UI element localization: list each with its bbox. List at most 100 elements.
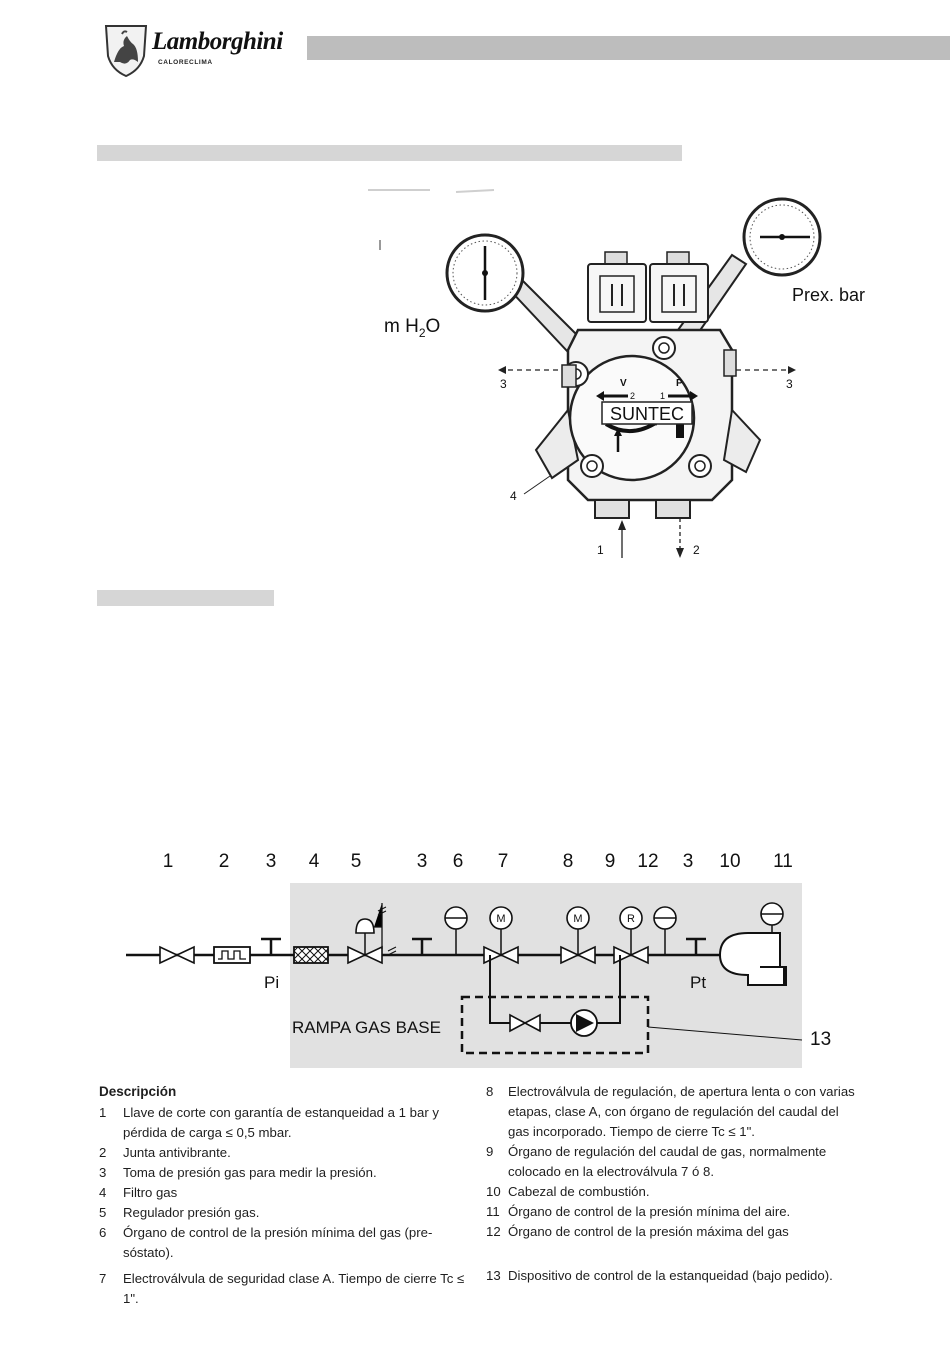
pressure-tap-icon	[261, 937, 281, 955]
callout-number: 3	[266, 851, 277, 872]
pressure-head-label: Pt	[690, 973, 706, 992]
legend-title: Descripción	[99, 1084, 177, 1099]
callout-3-left: 3	[500, 377, 507, 391]
pump-brand: SUNTEC	[610, 404, 684, 424]
regulator-symbol: R	[627, 913, 635, 925]
port-2-label: 2	[630, 391, 635, 401]
legend-num: 10	[486, 1184, 501, 1199]
brand-name: Lamborghini	[152, 28, 283, 55]
callout-3-right: 3	[786, 377, 793, 391]
legend-text: Dispositivo de control de la estanqueida…	[508, 1268, 833, 1283]
legend-num: 4	[99, 1185, 107, 1200]
legend-text: Electroválvula de regulación, de apertur…	[508, 1084, 855, 1139]
gas-ramp-diagram: M M R 1 2 3 4 5 3 6	[126, 851, 831, 1068]
bypass-valve-icon	[509, 1013, 541, 1033]
port-p-label: P	[676, 378, 683, 389]
leak-test-pump-icon	[570, 1009, 598, 1037]
legend-text: Órgano de control de la presión máxima d…	[508, 1224, 789, 1239]
legend-num: 7	[99, 1271, 107, 1286]
callout-number: 2	[219, 851, 230, 872]
port-v-label: V	[620, 378, 627, 389]
combustion-head-icon	[718, 932, 787, 986]
legend-item: 1 Llave de corte con garantía de estanque…	[99, 1103, 474, 1143]
motor-symbol: M	[496, 913, 505, 925]
legend-text: Órgano de regulación del caudal de gas, …	[508, 1144, 827, 1179]
pressure-regulator-icon	[347, 903, 397, 965]
legend-num: 9	[486, 1144, 494, 1159]
legend-item: 11 Órgano de control de la presión mínima…	[486, 1202, 861, 1222]
legend-num: 6	[99, 1225, 107, 1240]
legend-item: 3 Toma de presión gas para medir la presi…	[99, 1163, 474, 1183]
legend-num: 3	[99, 1165, 107, 1180]
air-pressure-switch-icon	[760, 902, 784, 933]
callout-number: 4	[309, 851, 320, 872]
legend-num: 2	[99, 1145, 107, 1160]
legend-item: 13 Dispositivo de control de la estanquei…	[486, 1266, 861, 1286]
gas-ramp-area	[290, 883, 802, 1068]
antivibration-joint-icon	[213, 946, 251, 964]
flow-regulator-icon	[613, 906, 649, 965]
callout-2: 2	[693, 543, 700, 557]
callout-1: 1	[597, 543, 604, 557]
pressure-switch-icon	[444, 906, 468, 955]
shutoff-valve-icon	[159, 945, 195, 965]
legend-num: 5	[99, 1205, 107, 1220]
solenoid-coil-icon	[649, 251, 709, 323]
callout-number: 3	[417, 851, 428, 872]
legend-text: Llave de corte con garantía de estanquei…	[123, 1105, 439, 1140]
port-1-label: 1	[660, 391, 665, 401]
legend-num: 12	[486, 1224, 501, 1239]
brand-subtitle: CALORECLIMA	[158, 59, 213, 66]
pressure-tap-icon	[412, 937, 432, 955]
legend-item: 9 Órgano de regulación del caudal de gas,…	[486, 1142, 861, 1182]
callout-number: 11	[773, 851, 793, 872]
section-title-bar	[97, 590, 274, 606]
legend: Descripción 1 Llave de corte con garantía…	[99, 1082, 869, 1306]
legend-num: 13	[486, 1268, 501, 1283]
legend-num: 11	[486, 1204, 500, 1219]
legend-item: 12 Órgano de control de la presión máxima…	[486, 1222, 861, 1242]
callout-number: 6	[453, 851, 464, 872]
legend-left-column: 1 Llave de corte con garantía de estanque…	[99, 1103, 474, 1309]
motor-symbol: M	[573, 913, 582, 925]
header-bar	[307, 36, 950, 60]
section-title-bar	[97, 145, 682, 161]
pressure-unit-label: Prex. bar	[792, 285, 865, 305]
callout-number: 3	[683, 851, 694, 872]
legend-item: 6 Órgano de control de la presión mínima …	[99, 1223, 474, 1263]
callout-number: 5	[351, 851, 362, 872]
legend-text: Electroválvula de seguridad clase A. Tie…	[123, 1271, 465, 1306]
legend-text: Órgano de control de la presión mínima d…	[508, 1204, 791, 1219]
pressure-gauge-icon	[742, 197, 822, 277]
legend-text: Toma de presión gas para medir la presió…	[123, 1165, 377, 1180]
callout-number: 7	[498, 851, 509, 872]
leak-test-device-frame	[460, 995, 650, 1055]
legend-text: Órgano de control de la presión mínima d…	[123, 1225, 433, 1260]
legend-text: Junta antivibrante.	[123, 1145, 231, 1160]
brand-logo: Lamborghini CALORECLIMA	[100, 22, 290, 78]
callout-4: 4	[510, 489, 517, 503]
callout-number: 1	[163, 851, 174, 872]
callout-number: 10	[719, 851, 740, 872]
vacuum-unit-label: m H2O	[384, 316, 440, 340]
regulation-solenoid-valve-icon	[560, 906, 596, 965]
pressure-inlet-label: Pi	[264, 973, 279, 992]
pressure-tap-icon	[686, 937, 706, 955]
suntec-badge	[601, 401, 693, 425]
ramp-label: RAMPA GAS BASE	[292, 1018, 441, 1037]
legend-num: 8	[486, 1084, 494, 1099]
callout-number: 8	[563, 851, 574, 872]
gas-filter-icon	[293, 946, 329, 964]
bull-shield-icon	[104, 25, 148, 78]
safety-solenoid-valve-icon	[483, 906, 519, 965]
vacuum-gauge-icon	[445, 233, 525, 313]
callout-13: 13	[810, 1029, 831, 1050]
legend-num: 1	[99, 1105, 107, 1120]
pump-diagram: SUNTEC V P 2 1 3 3 4 1 2 m H2O Prex. bar	[368, 189, 865, 558]
max-pressure-switch-icon	[653, 906, 677, 955]
legend-item: 2 Junta antivibrante.	[99, 1143, 474, 1163]
callout-number: 12	[637, 851, 658, 872]
